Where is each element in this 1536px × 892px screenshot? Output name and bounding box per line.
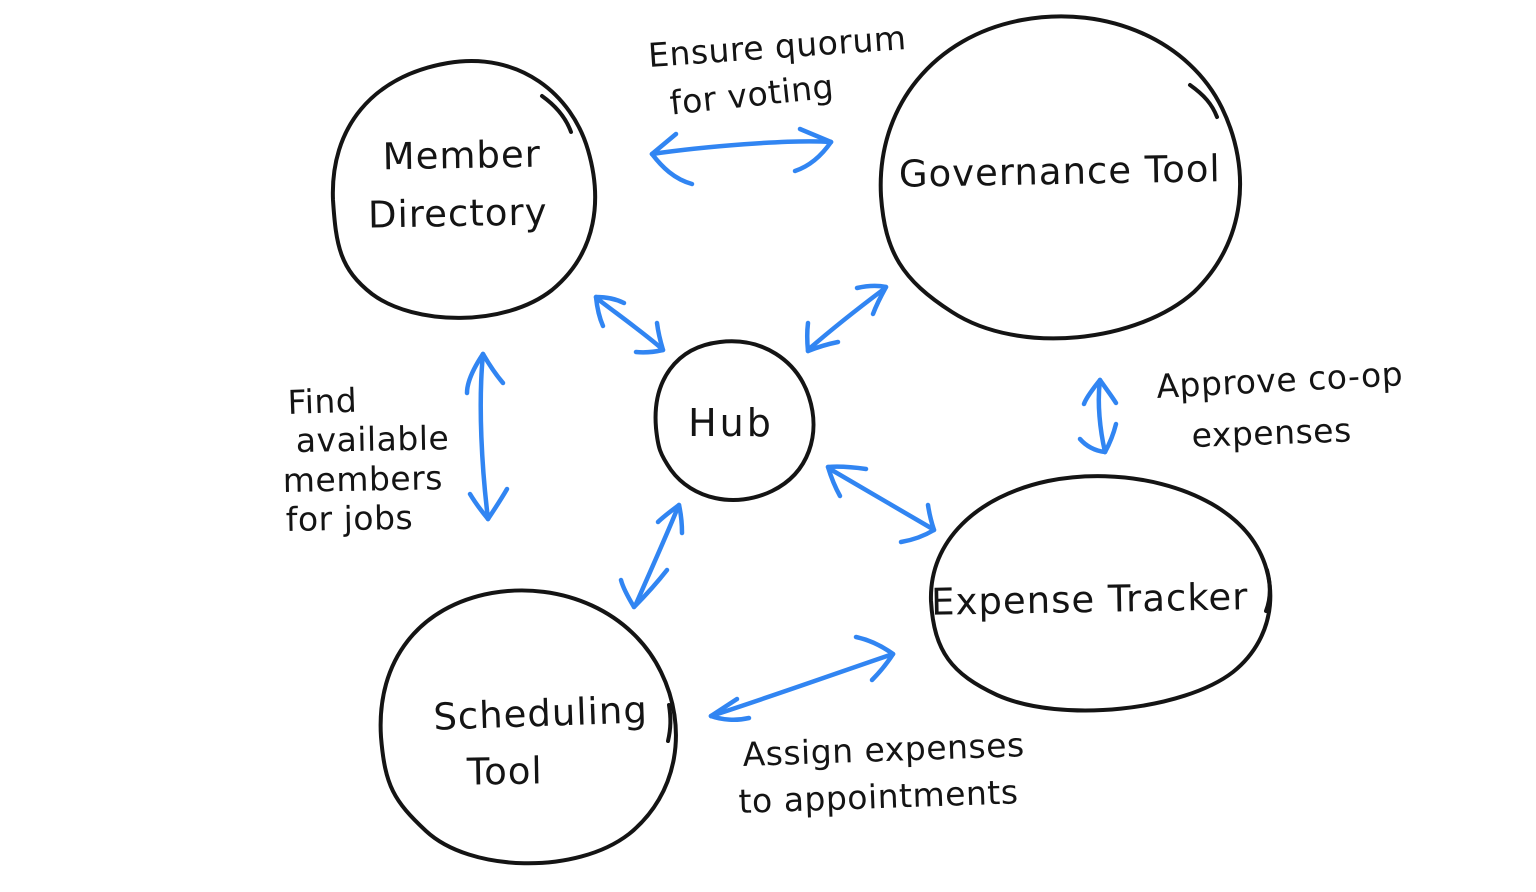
arrow-governance-tool-expense-tracker — [1077, 377, 1119, 455]
arrow-scheduling-tool-expense-tracker — [708, 634, 896, 722]
member-directory-circle — [330, 59, 598, 320]
arrow-member-directory-governance-tool — [649, 126, 834, 187]
member-directory-label-line1: Member — [382, 133, 541, 179]
edge-label-approve-expenses: Approve co-op expenses — [1155, 354, 1404, 455]
find-members-line4: for jobs — [285, 498, 413, 539]
arrow-hub-governance-tool — [805, 283, 889, 354]
node-member-directory: Member Directory — [330, 59, 598, 320]
approve-expenses-line2: expenses — [1191, 410, 1352, 455]
scheduling-tool-overstroke — [666, 703, 673, 743]
expense-tracker-overstroke — [1264, 568, 1272, 613]
assign-expenses-line1: Assign expenses — [742, 725, 1025, 774]
edge-label-ensure-quorum: Ensure quorum for voting — [647, 18, 908, 123]
assign-expenses-line2: to appointments — [738, 772, 1019, 821]
member-directory-label-line2: Directory — [368, 190, 548, 236]
arrow-hub-member-directory — [593, 294, 666, 355]
approve-expenses-line1: Approve co-op — [1155, 354, 1404, 406]
hub-label: Hub — [688, 401, 774, 445]
scheduling-tool-label-line1: Scheduling — [433, 688, 649, 738]
find-members-line3: members — [282, 458, 443, 500]
scheduling-tool-circle — [378, 588, 678, 866]
arrow-hub-scheduling-tool — [618, 502, 685, 610]
node-scheduling-tool: Scheduling Tool — [378, 588, 678, 866]
ensure-quorum-line1: Ensure quorum — [647, 18, 908, 75]
member-directory-overstroke — [540, 94, 573, 134]
edge-label-assign-expenses: Assign expenses to appointments — [738, 725, 1025, 821]
find-members-line2: available — [295, 418, 449, 460]
governance-tool-label: Governance Tool — [899, 147, 1222, 196]
governance-tool-circle — [878, 14, 1243, 341]
find-members-line1: Find — [287, 381, 358, 422]
ensure-quorum-line2: for voting — [668, 67, 836, 123]
arrow-member-directory-scheduling-tool — [464, 351, 510, 522]
hub-circle — [653, 339, 816, 502]
expense-tracker-label: Expense Tracker — [931, 575, 1249, 624]
governance-tool-overstroke — [1188, 83, 1219, 119]
scheduling-tool-label-line2: Tool — [465, 749, 543, 793]
node-governance-tool: Governance Tool — [878, 14, 1243, 341]
node-hub: Hub — [653, 339, 816, 502]
arrow-hub-expense-tracker — [825, 464, 937, 545]
node-expense-tracker: Expense Tracker — [928, 474, 1273, 713]
edge-label-find-members: Find available members for jobs — [282, 381, 449, 539]
